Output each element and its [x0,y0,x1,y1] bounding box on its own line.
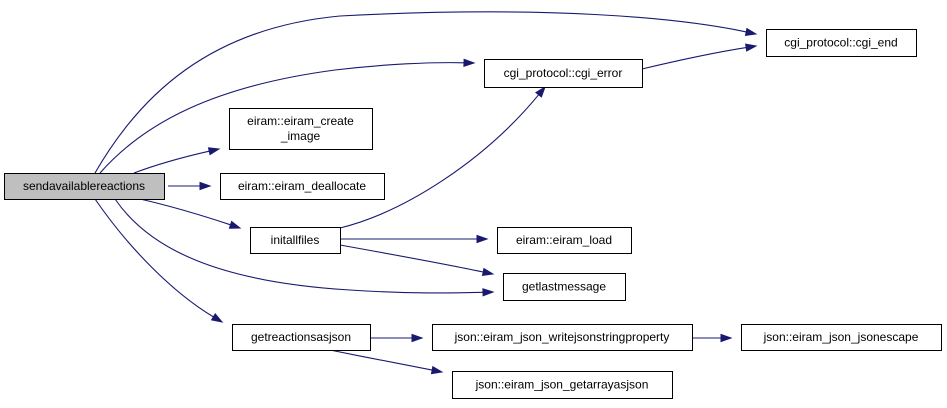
edge-line [99,62,465,174]
node-label: json::eiram_json_getarrayasjson [475,378,649,392]
edge-getreactionsasjson-to-getarrayasjson [329,349,444,375]
arrow-head-icon [463,58,476,67]
edge-line [94,198,214,318]
node-eiram_deallocate[interactable]: eiram::eiram_deallocate [220,173,385,200]
edge-sendavailablereactions-to-getlastmessage [114,198,495,297]
edge-initallfiles-to-cgi_error [339,85,546,229]
node-label: sendavailablereactions [23,179,145,193]
node-label: json::eiram_json_writejsonstringproperty [454,330,670,344]
node-getarrayasjson[interactable]: json::eiram_json_getarrayasjson [452,371,673,399]
edge-sendavailablereactions-to-getreactionsasjson [94,198,224,323]
nodes-layer: sendavailablereactions cgi_protocol::cgi_… [4,29,942,399]
node-box[interactable] [484,59,643,88]
node-box[interactable] [220,173,385,200]
arrow-head-icon [535,85,546,98]
node-label: getlastmessage [522,280,606,294]
node-jsonescape[interactable]: json::eiram_json_jsonescape [741,324,942,351]
arrow-head-icon [207,147,221,156]
edge-cgi_error-to-cgi_end [641,43,758,70]
edge-line [133,150,210,174]
node-label: getreactionsasjson [251,330,351,344]
arrow-head-icon [482,288,495,297]
node-eiram_create_image[interactable]: eiram::eiram_create_image [229,108,373,150]
node-box[interactable] [497,227,632,254]
node-label: eiram::eiram_deallocate [238,179,366,193]
node-cgi_end[interactable]: cgi_protocol::cgi_end [766,29,917,57]
edge-writejsonstringproperty-to-jsonescape [691,333,733,343]
node-box[interactable] [741,324,942,351]
arrow-head-icon [228,220,242,229]
arrow-head-icon [481,267,495,276]
node-box[interactable] [250,227,341,254]
edge-line [641,47,747,70]
node-eiram_load[interactable]: eiram::eiram_load [497,227,632,254]
edge-getreactionsasjson-to-writejsonstringproperty [369,333,424,343]
node-box[interactable] [503,273,626,301]
node-label: cgi_protocol::cgi_end [784,36,897,50]
node-box[interactable] [232,324,371,351]
arrow-head-icon [720,333,733,343]
arrow-head-icon [199,181,212,191]
edge-sendavailablereactions-to-cgi_error [99,58,476,174]
node-label: eiram::eiram_load [516,233,612,247]
edge-sendavailablereactions-to-eiram_deallocate [168,181,212,191]
edge-line [339,94,540,229]
node-label: cgi_protocol::cgi_error [504,66,623,80]
node-label: _image [280,129,321,143]
node-label: initallfiles [271,233,320,247]
node-getlastmessage[interactable]: getlastmessage [503,273,626,301]
node-box[interactable] [432,324,693,351]
arrow-head-icon [744,43,758,52]
arrow-head-icon [210,313,224,323]
edge-initallfiles-to-getlastmessage [339,244,495,276]
edge-sendavailablereactions-to-initallfiles [139,198,242,229]
node-sendavailablereactions[interactable]: sendavailablereactions [4,173,165,200]
edges-layer [94,11,758,375]
edge-line [94,11,747,174]
edge-line [329,349,433,371]
node-box[interactable] [229,108,373,150]
edge-sendavailablereactions-to-cgi_end [94,11,758,174]
node-label: eiram::eiram_create [247,114,354,128]
arrow-head-icon [744,27,758,36]
arrow-head-icon [430,365,444,375]
arrow-head-icon [411,333,424,343]
arrow-head-icon [476,234,489,244]
edge-line [339,244,484,273]
edge-sendavailablereactions-to-eiram_create_image [133,147,221,174]
edge-line [139,198,231,226]
edge-initallfiles-to-eiram_load [340,234,489,244]
node-label: json::eiram_json_jsonescape [763,330,919,344]
node-getreactionsasjson[interactable]: getreactionsasjson [232,324,371,351]
node-writejsonstringproperty[interactable]: json::eiram_json_writejsonstringproperty [432,324,693,351]
node-initallfiles[interactable]: initallfiles [250,227,341,254]
edge-line [114,198,484,294]
node-box[interactable] [4,173,165,200]
node-cgi_error[interactable]: cgi_protocol::cgi_error [484,59,643,88]
node-box[interactable] [452,371,673,399]
node-box[interactable] [766,29,917,57]
